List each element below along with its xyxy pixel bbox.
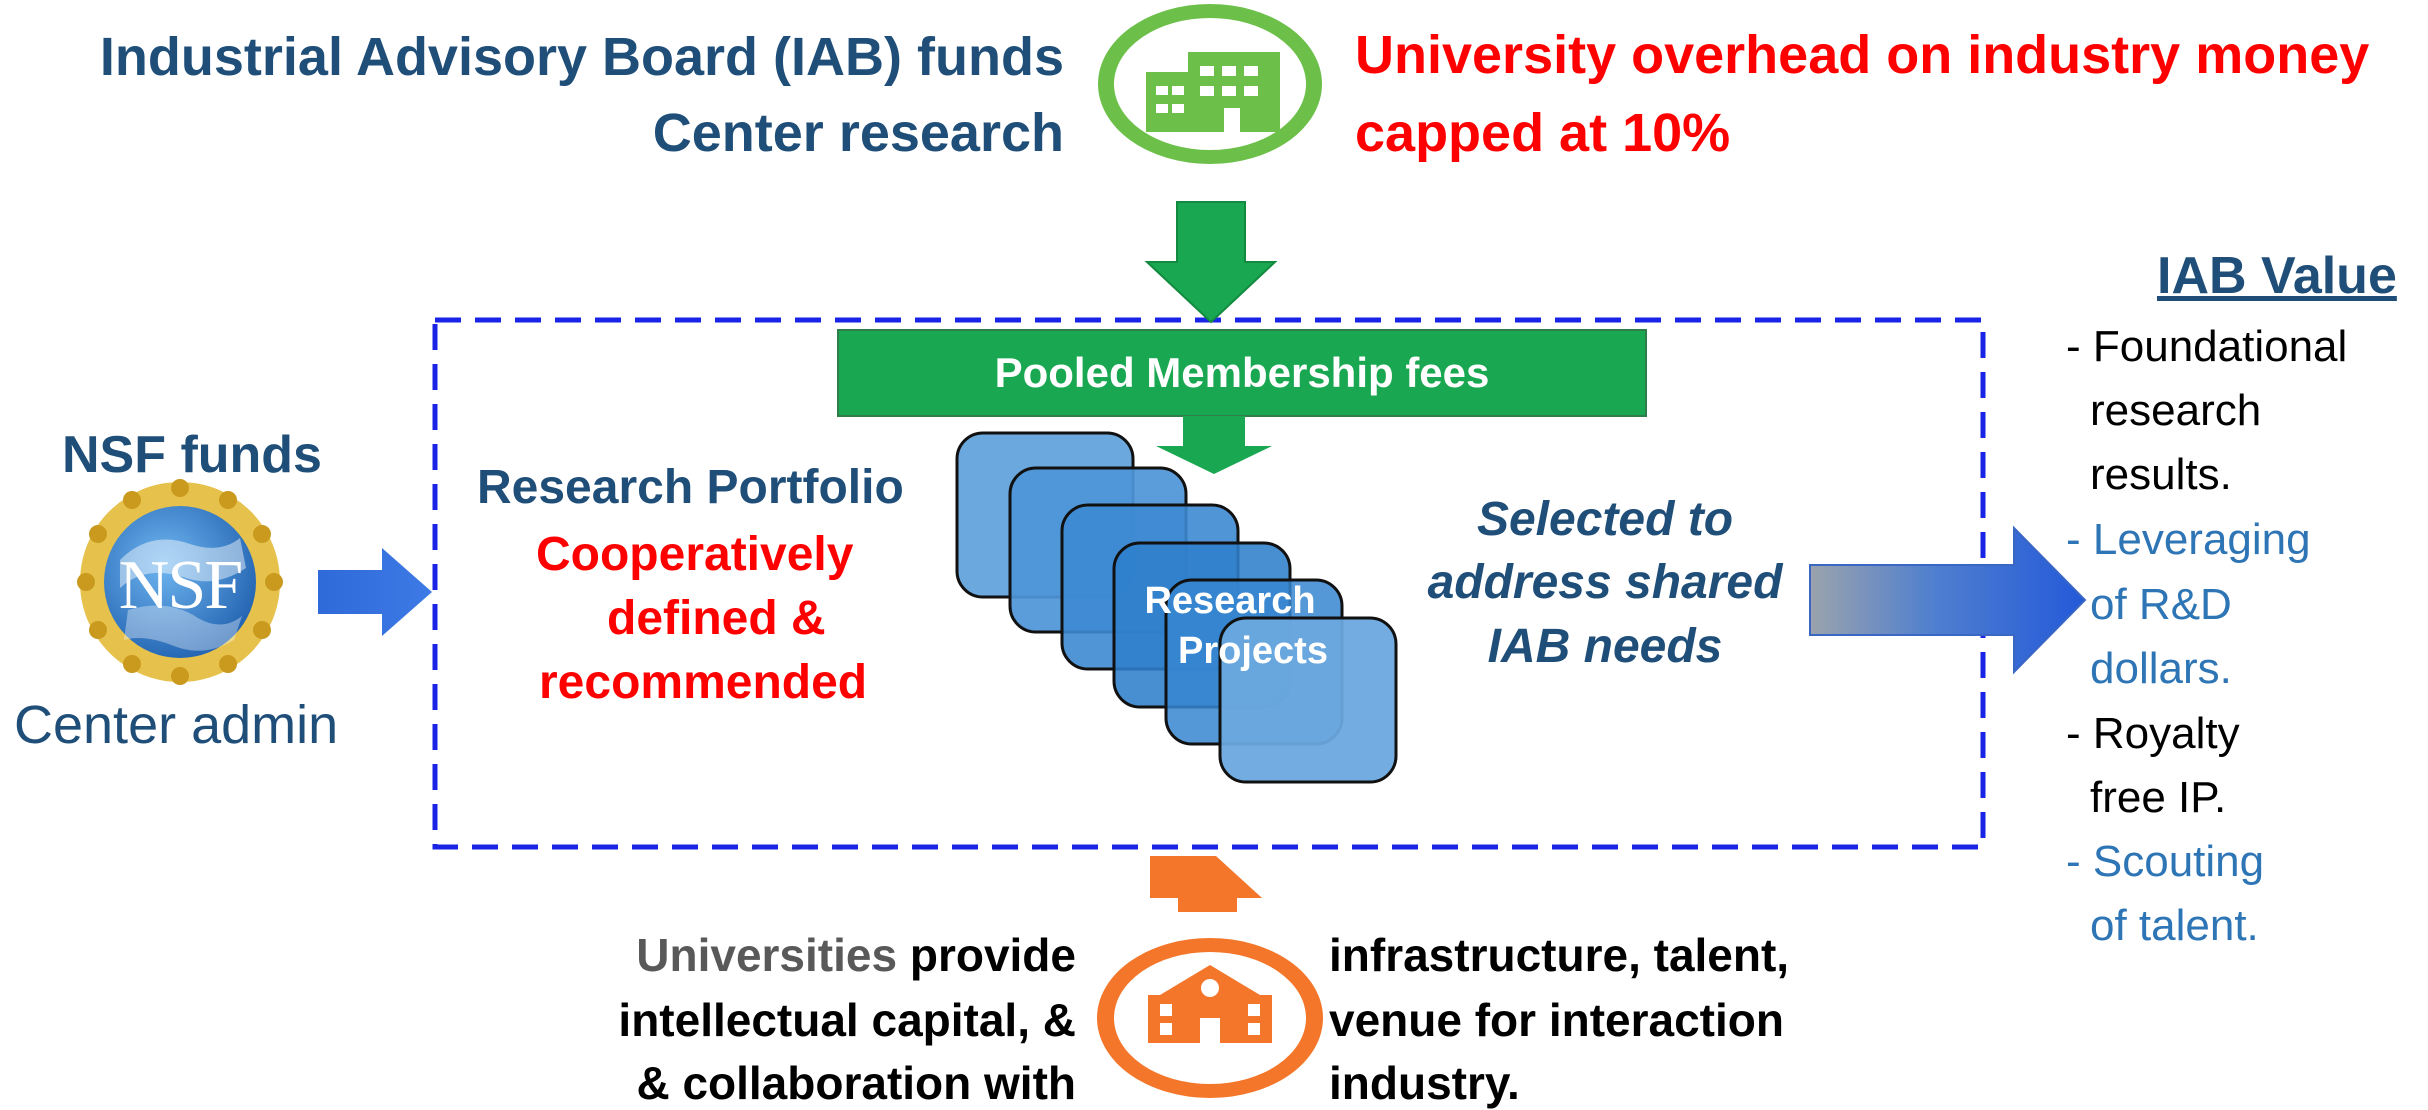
funding-down-arrow xyxy=(1144,201,1278,324)
value-foundational-2: research xyxy=(2090,386,2262,435)
universities-word: Universities xyxy=(636,929,898,981)
infrastructure-line2: venue for interaction xyxy=(1329,994,1784,1046)
project-stack xyxy=(955,431,1398,784)
pooled-fees-label: Pooled Membership fees xyxy=(994,349,1490,396)
iab-funds-line2: Center research xyxy=(652,103,1064,163)
selected-line3: IAB needs xyxy=(1487,620,1723,673)
school-icon xyxy=(1097,938,1323,1098)
nsf-logo-text: NSF xyxy=(118,547,243,624)
value-leveraging-3: dollars. xyxy=(2090,644,2232,693)
projects-line1: Research xyxy=(1144,580,1316,622)
pooled-down-arrow xyxy=(1156,416,1272,474)
infrastructure-line3: industry. xyxy=(1329,1057,1520,1109)
portfolio-title: Research Portfolio xyxy=(477,461,904,514)
value-leveraging-2: of R&D xyxy=(2090,580,2232,629)
iab-value-arrow xyxy=(1809,525,2087,675)
value-foundational-3: results. xyxy=(2090,450,2232,499)
universities-line1: Universities provide xyxy=(636,928,1076,982)
selected-line1: Selected to xyxy=(1476,493,1734,546)
value-royalty-1: - Royalty xyxy=(2066,709,2240,758)
value-royalty-2: free IP. xyxy=(2090,773,2227,822)
center-admin-label: Center admin xyxy=(14,695,339,755)
universities-provide: provide xyxy=(909,929,1076,981)
selected-line2: address shared xyxy=(1427,556,1783,609)
infrastructure-line1: infrastructure, talent, xyxy=(1329,929,1790,981)
value-foundational-1: - Foundational xyxy=(2066,322,2348,371)
value-scouting-1: - Scouting xyxy=(2066,837,2265,886)
portfolio-line2: defined & xyxy=(607,592,826,645)
value-leveraging-1: - Leveraging xyxy=(2066,515,2311,564)
nsf-arrow xyxy=(318,548,432,636)
universities-line3: & collaboration with xyxy=(636,1057,1076,1109)
universities-line2: intellectual capital, & xyxy=(618,994,1076,1046)
pooled-fees-bar xyxy=(837,329,1647,417)
value-scouting-2: of talent. xyxy=(2090,901,2259,950)
building-icon xyxy=(1098,4,1322,164)
overhead-line1: University overhead on industry money xyxy=(1355,25,2370,85)
projects-line2: Projects xyxy=(1178,630,1328,672)
iab-value-title: IAB Value xyxy=(2157,247,2397,305)
portfolio-line3: recommended xyxy=(539,656,868,709)
nsf-logo xyxy=(77,479,283,685)
overhead-line2: capped at 10% xyxy=(1355,103,1731,163)
portfolio-line1: Cooperatively xyxy=(536,528,854,581)
iab-funds-line1: Industrial Advisory Board (IAB) funds xyxy=(99,27,1064,87)
nsf-funds-label: NSF funds xyxy=(62,426,322,484)
